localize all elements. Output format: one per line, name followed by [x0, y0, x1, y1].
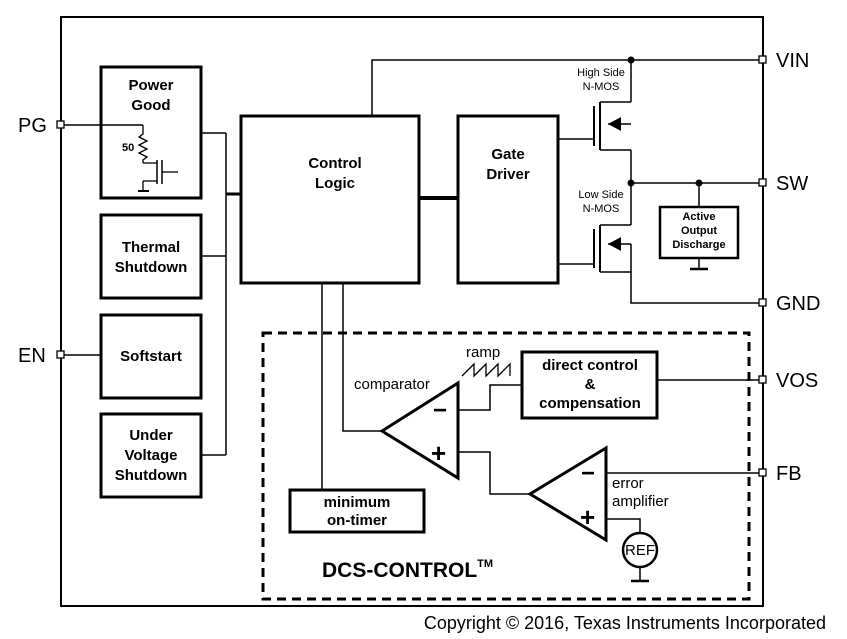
dcs-control-title: DCS-CONTROLTM — [322, 558, 493, 582]
min-on-timer-label-2: on-timer — [327, 512, 387, 529]
ramp-waveform — [461, 362, 511, 378]
dcs-control-region — [261, 331, 751, 601]
softstart-block — [99, 313, 203, 400]
uvlo-label-1: Under — [129, 427, 173, 444]
discharge-label-2: Output — [681, 225, 717, 237]
vin-label: VIN — [776, 50, 809, 72]
direct-control-label-3: compensation — [539, 395, 641, 412]
low-side-label-1: Low Side — [578, 189, 623, 201]
gate-driver-label-1: Gate — [491, 146, 524, 163]
comparator-plus: + — [431, 438, 446, 468]
low-side-label-2: N-MOS — [583, 203, 620, 215]
error-amp-label-2: amplifier — [612, 493, 669, 510]
pin-fb — [758, 468, 767, 477]
sw-label: SW — [776, 173, 808, 195]
pin-gnd — [758, 298, 767, 307]
en-label: EN — [18, 345, 46, 367]
direct-control-label-2: & — [585, 376, 596, 393]
comparator-label: comparator — [354, 376, 430, 393]
error-amp-plus: + — [580, 502, 595, 532]
pin-vin — [758, 55, 767, 64]
discharge-label-1: Active — [682, 211, 715, 223]
high-side-label-2: N-MOS — [583, 81, 620, 93]
pin-vos — [758, 375, 767, 384]
discharge-label-3: Discharge — [672, 239, 725, 251]
chip-outline — [60, 16, 764, 607]
thermal-label-2: Shutdown — [115, 259, 187, 276]
ref-label: REF — [625, 542, 655, 559]
softstart-label: Softstart — [120, 348, 182, 365]
min-on-timer-block — [288, 488, 426, 534]
resistor-value: 50 — [122, 142, 134, 154]
comparator-triangle — [379, 380, 460, 481]
fb-label: FB — [776, 463, 802, 485]
power-good-label-2: Good — [131, 97, 170, 114]
error-amplifier-triangle — [527, 445, 608, 543]
min-on-timer-label-1: minimum — [324, 494, 391, 511]
comparator-minus: − — [433, 397, 447, 424]
power-good-label-1: Power — [128, 77, 173, 94]
uvlo-label-3: Shutdown — [115, 467, 187, 484]
error-amp-label-1: error — [612, 475, 644, 492]
vos-label: VOS — [776, 370, 818, 392]
gate-driver-label-2: Driver — [486, 166, 530, 183]
pin-sw — [758, 178, 767, 187]
pin-pg — [56, 120, 65, 129]
error-amp-minus: − — [581, 460, 595, 487]
pg-label: PG — [18, 115, 47, 137]
uvlo-label-2: Voltage — [124, 447, 177, 464]
gate-driver-block — [456, 114, 560, 285]
pin-en — [56, 350, 65, 359]
ramp-label: ramp — [466, 344, 500, 361]
thermal-label-1: Thermal — [122, 239, 180, 256]
thermal-shutdown-block — [99, 213, 203, 300]
high-side-label-1: High Side — [577, 67, 625, 79]
copyright-text: Copyright © 2016, Texas Instruments Inco… — [424, 613, 826, 633]
gnd-label: GND — [776, 293, 820, 315]
control-logic-label-1: Control — [308, 155, 361, 172]
control-logic-block — [239, 114, 421, 285]
direct-control-label-1: direct control — [542, 357, 638, 374]
control-logic-label-2: Logic — [315, 175, 355, 192]
